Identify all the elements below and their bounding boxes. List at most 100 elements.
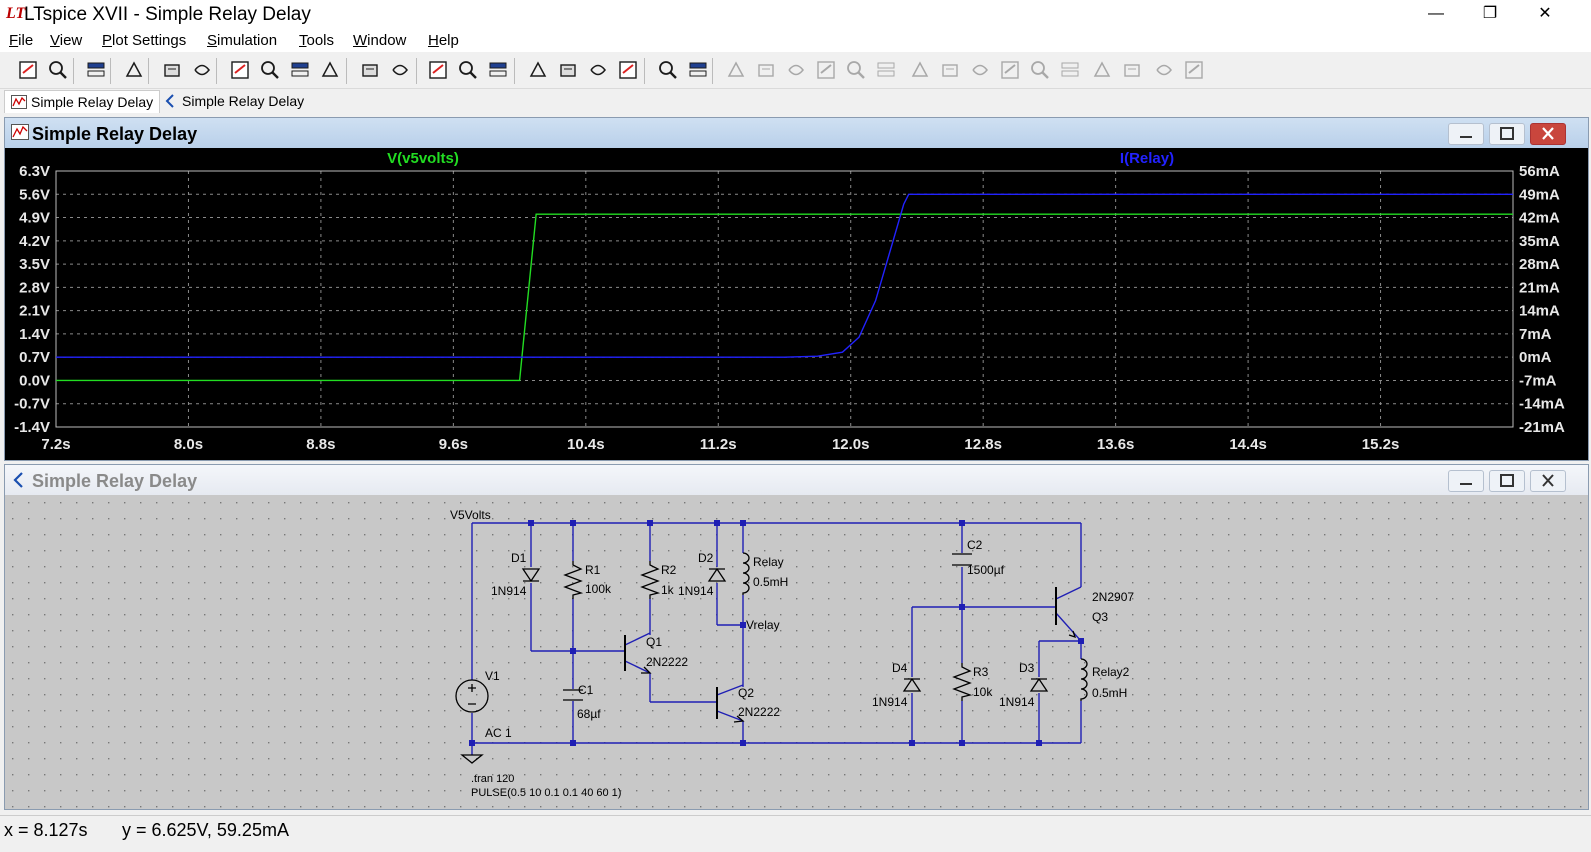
zoom-cancel-button[interactable] xyxy=(316,56,344,84)
resistor-button[interactable] xyxy=(812,56,840,84)
menu-window[interactable]: Window xyxy=(353,32,407,49)
schematic-canvas[interactable]: V5Volts D1 1N914 R1 100k R2 1k D2 1N914 … xyxy=(5,495,1588,809)
label-button[interactable] xyxy=(782,56,810,84)
control-panel-button[interactable] xyxy=(120,56,148,84)
q1-label: Q1 xyxy=(646,635,662,649)
spice-directive-button[interactable] xyxy=(1180,56,1208,84)
diode-icon xyxy=(911,61,929,77)
find-button[interactable] xyxy=(614,56,642,84)
y-right-tick-label: 28mA xyxy=(1519,256,1560,273)
diode-d1-symbol[interactable] xyxy=(521,568,541,583)
open-button[interactable] xyxy=(44,56,72,84)
component-button[interactable] xyxy=(936,56,964,84)
print-button[interactable] xyxy=(654,56,682,84)
find-icon xyxy=(619,61,637,79)
q1-transistor-symbol[interactable] xyxy=(641,666,652,674)
drag-button[interactable] xyxy=(996,56,1024,84)
minimize-button[interactable]: — xyxy=(1428,5,1444,22)
cascade-button[interactable] xyxy=(454,56,482,84)
plot-background xyxy=(5,148,1588,460)
new-schematic-button[interactable] xyxy=(14,56,42,84)
inductor-button[interactable] xyxy=(872,56,900,84)
tab-label: Simple Relay Delay xyxy=(31,94,154,110)
resistor-icon xyxy=(817,61,835,79)
undo-icon xyxy=(1031,61,1049,79)
y-left-tick-label: 5.6V xyxy=(19,186,50,203)
halt-button[interactable] xyxy=(188,56,216,84)
capacitor-button[interactable] xyxy=(842,56,870,84)
ground-icon[interactable] xyxy=(460,754,484,764)
menu-file[interactable]: File xyxy=(9,32,34,49)
mirror-button[interactable] xyxy=(1118,56,1146,84)
resistor-r1-symbol[interactable] xyxy=(563,561,584,599)
menu-help[interactable]: Help xyxy=(428,32,459,49)
zoom-in-button[interactable] xyxy=(226,56,254,84)
y-right-tick-label: -7mA xyxy=(1519,372,1557,389)
close-button[interactable]: ✕ xyxy=(1538,5,1552,22)
menu-plot-settings[interactable]: Plot Settings xyxy=(102,32,187,49)
diode-d4-symbol[interactable] xyxy=(902,677,922,692)
resistor-r3-symbol[interactable] xyxy=(952,663,973,701)
plot-close-button[interactable] xyxy=(1530,123,1566,145)
autorange-button[interactable] xyxy=(356,56,384,84)
diode-d2-symbol[interactable] xyxy=(707,567,727,582)
zoom-area-button[interactable] xyxy=(256,56,284,84)
schematic-maximize-button[interactable] xyxy=(1489,470,1525,492)
tile-vertical-button[interactable] xyxy=(484,56,512,84)
menu-simulation[interactable]: Simulation xyxy=(207,32,278,49)
capacitor-c1-symbol[interactable] xyxy=(563,689,583,701)
schematic-window-title: Simple Relay Delay xyxy=(32,471,198,491)
d3-label: D3 xyxy=(1019,661,1035,675)
plot-maximize-button[interactable] xyxy=(1489,123,1525,145)
diode-d3-symbol[interactable] xyxy=(1029,677,1049,692)
copy-button[interactable] xyxy=(554,56,582,84)
label-icon xyxy=(788,64,804,76)
r1-label: R1 xyxy=(585,563,601,577)
paste-button[interactable] xyxy=(584,56,612,84)
tile-horizontal-button[interactable] xyxy=(424,56,452,84)
move-button[interactable] xyxy=(966,56,994,84)
rotate-button[interactable] xyxy=(1088,56,1116,84)
y-right-tick-label: 56mA xyxy=(1519,163,1560,180)
grid-button[interactable] xyxy=(386,56,414,84)
relay2-coil-symbol[interactable] xyxy=(1080,658,1088,701)
redo-button[interactable] xyxy=(1056,56,1084,84)
save-button[interactable] xyxy=(82,56,110,84)
wire-button[interactable] xyxy=(722,56,750,84)
menu-tools[interactable]: Tools xyxy=(299,32,335,49)
run-button[interactable] xyxy=(158,56,186,84)
capacitor-c2-symbol[interactable] xyxy=(952,553,972,566)
maximize-button[interactable]: ❐ xyxy=(1482,5,1498,22)
menu-view[interactable]: View xyxy=(50,32,83,49)
tab-schematic[interactable]: Simple Relay Delay xyxy=(156,90,310,112)
inductor-icon xyxy=(877,62,895,77)
cursor-x-readout: x = 8.127s xyxy=(4,820,88,840)
text-button[interactable] xyxy=(1150,56,1178,84)
zoom-out-icon xyxy=(291,62,309,77)
relay-value: 0.5mH xyxy=(753,575,788,589)
y-left-tick-label: 0.7V xyxy=(19,349,50,366)
schematic-minimize-button[interactable] xyxy=(1448,470,1484,492)
relay-label: Relay xyxy=(753,555,784,569)
cut-button[interactable] xyxy=(524,56,552,84)
trace-v5volts[interactable] xyxy=(56,213,1513,382)
print-setup-button[interactable] xyxy=(684,56,712,84)
undo-button[interactable] xyxy=(1026,56,1054,84)
zoom-out-button[interactable] xyxy=(286,56,314,84)
x-tick-label: 15.2s xyxy=(1362,436,1400,453)
diode-button[interactable] xyxy=(906,56,934,84)
ground-button[interactable] xyxy=(752,56,780,84)
relay-coil-symbol[interactable] xyxy=(742,552,750,595)
v1-source-symbol[interactable] xyxy=(455,679,489,713)
trace-legend-label[interactable]: V(v5volts) xyxy=(387,150,459,167)
trace-relay-current[interactable] xyxy=(56,193,1513,358)
trace-legend-label[interactable]: I(Relay) xyxy=(1120,150,1174,167)
q2-transistor-symbol[interactable] xyxy=(733,715,745,723)
plot-minimize-button[interactable] xyxy=(1448,123,1484,145)
tab-waveform[interactable]: Simple Relay Delay xyxy=(4,90,161,113)
schematic-close-button[interactable] xyxy=(1530,470,1566,492)
toolbar-separator xyxy=(712,58,713,84)
q3-transistor-symbol[interactable] xyxy=(1068,630,1077,639)
resistor-r2-symbol[interactable] xyxy=(640,561,661,599)
